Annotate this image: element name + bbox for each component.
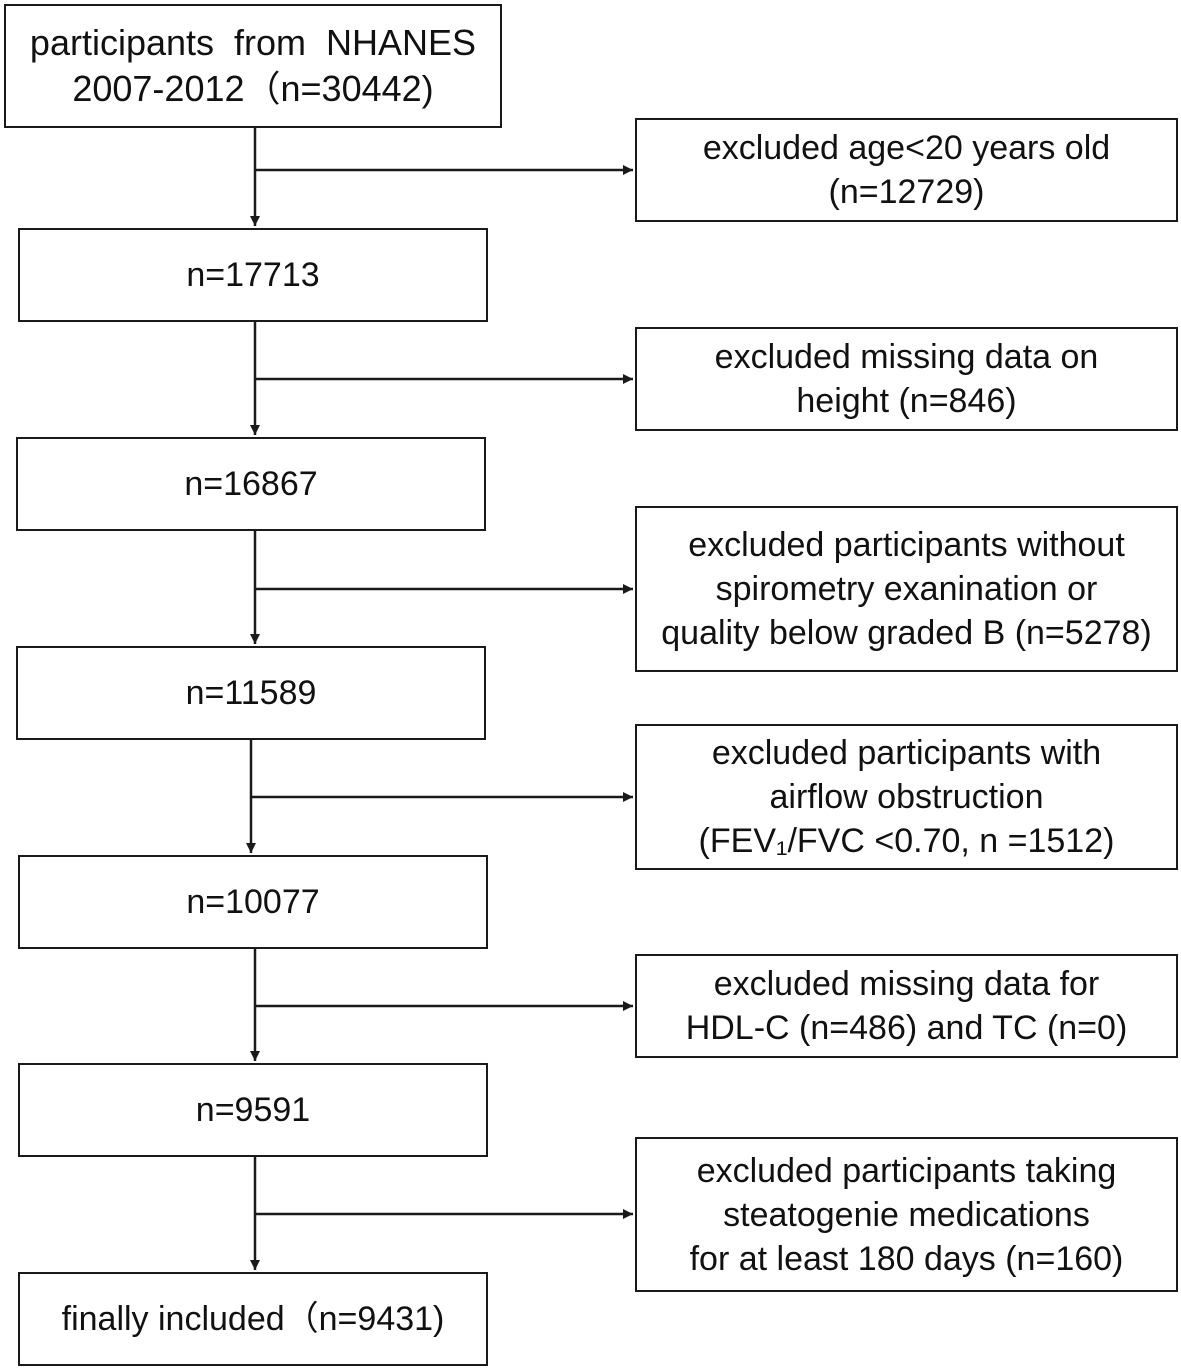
step-box-finally-included: finally included（n=9431) (18, 1272, 488, 1366)
exclusion-text: excluded age<20 years old (702, 129, 1111, 167)
exclusion-box-airflow-obstruction: excluded participants with airflow obstr… (635, 724, 1178, 870)
step-text: 2007-2012（n=30442) (72, 68, 434, 109)
step-count: n=16867 (184, 465, 318, 503)
exclusion-text: (FEV₁/FVC <0.70, n =1512) (698, 822, 1115, 860)
step-box-after-spirometry: n=11589 (16, 646, 486, 740)
exclusion-text: spirometry exanination or (715, 570, 1098, 608)
exclusion-text: (n=12729) (828, 173, 985, 211)
step-count: n=11589 (185, 674, 317, 712)
exclusion-text: excluded missing data for (713, 965, 1100, 1003)
step-box-initial-participants: participants from NHANES 2007-2012（n=304… (4, 4, 502, 128)
exclusion-text: excluded participants taking (696, 1151, 1117, 1190)
exclusion-text: for at least 180 days (n=160) (689, 1239, 1124, 1278)
exclusion-text: quality below graded B (n=5278) (661, 614, 1152, 652)
exclusion-text: steatogenie medications (723, 1195, 1090, 1234)
step-box-after-obstruction: n=10077 (18, 855, 488, 949)
step-box-after-age: n=17713 (18, 228, 488, 322)
step-text: finally included（n=9431) (61, 1300, 445, 1338)
exclusion-box-medications: excluded participants taking steatogenie… (635, 1137, 1178, 1292)
exclusion-box-lipids: excluded missing data for HDL-C (n=486) … (635, 954, 1178, 1058)
exclusion-text: excluded missing data on (714, 338, 1099, 376)
step-count: n=10077 (186, 883, 320, 921)
step-text: participants from NHANES (29, 22, 477, 63)
step-count: n=17713 (186, 256, 320, 294)
exclusion-text: height (n=846) (796, 382, 1017, 420)
exclusion-box-height: excluded missing data on height (n=846) (635, 327, 1178, 431)
step-count: n=9591 (195, 1091, 311, 1129)
exclusion-text: excluded participants with (711, 734, 1102, 772)
step-box-after-height: n=16867 (16, 437, 486, 531)
exclusion-text: airflow obstruction (769, 778, 1044, 816)
exclusion-box-spirometry: excluded participants without spirometry… (635, 506, 1178, 672)
exclusion-text: excluded participants without (688, 526, 1125, 564)
step-box-after-lipids: n=9591 (18, 1063, 488, 1157)
exclusion-box-age: excluded age<20 years old (n=12729) (635, 118, 1178, 222)
exclusion-text: HDL-C (n=486) and TC (n=0) (685, 1009, 1128, 1047)
